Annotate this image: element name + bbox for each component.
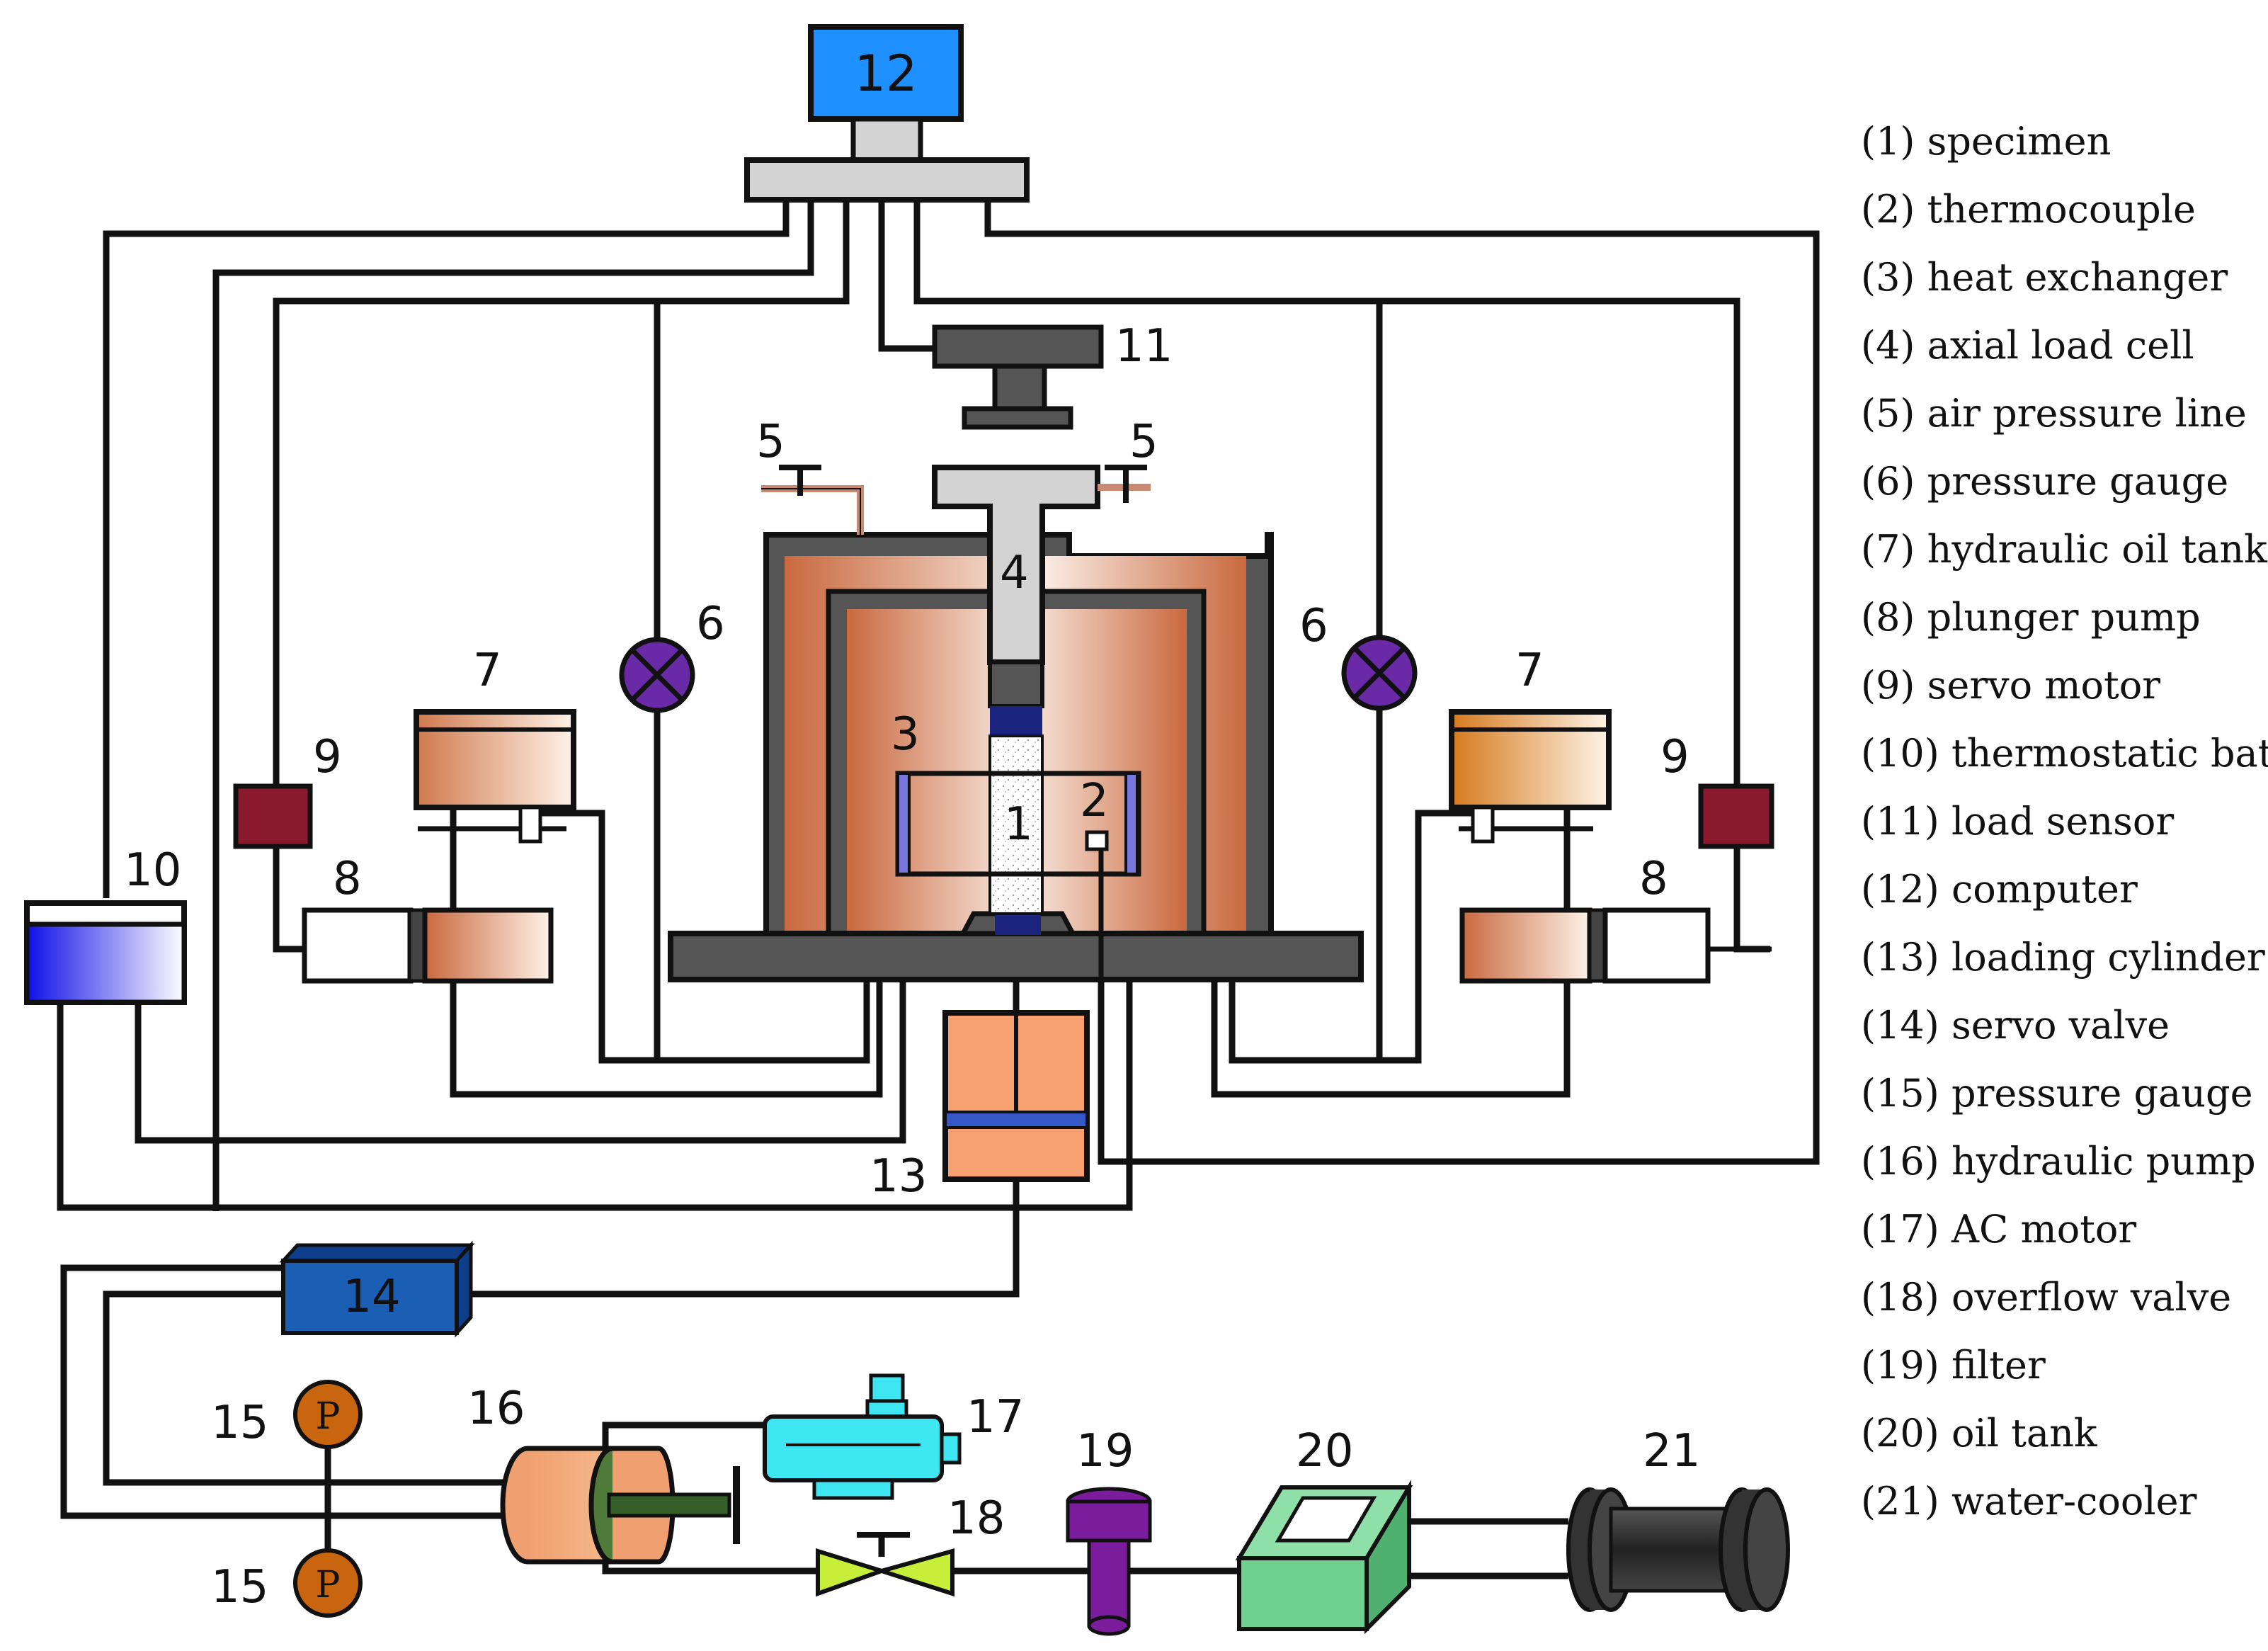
plunger-pump-left [302, 907, 554, 984]
label-8-right: 8 [1639, 853, 1668, 905]
label-13: 13 [870, 1150, 927, 1203]
legend-item: (12) computer [1861, 867, 2138, 912]
component-number-labels: 12 11 5 5 4 6 6 7 7 3 2 1 9 9 10 8 8 13 … [124, 45, 1700, 1613]
label-11: 11 [1115, 320, 1173, 373]
plunger-pump-right [1459, 907, 1772, 984]
legend-item: (19) filter [1861, 1343, 2046, 1388]
legend-item: (21) water-cooler [1861, 1479, 2197, 1524]
ac-motor [763, 1373, 962, 1500]
label-9-left: 9 [313, 731, 342, 783]
legend-item: (6) pressure gauge [1861, 459, 2228, 504]
pressure-gauge-15-bottom: P [293, 1548, 363, 1618]
legend-item: (9) servo motor [1861, 663, 2160, 708]
label-5-left: 5 [756, 416, 785, 468]
label-5-right: 5 [1129, 416, 1158, 468]
legend-item: (18) overflow valve [1861, 1275, 2231, 1320]
label-20: 20 [1296, 1425, 1353, 1477]
legend-item: (11) load sensor [1861, 799, 2174, 844]
legend-item: (7) hydraulic oil tank [1861, 527, 2268, 572]
pressure-gauge-15-top: P [293, 1380, 363, 1449]
label-8-left: 8 [333, 853, 362, 905]
oil-tank [1235, 1480, 1413, 1635]
legend-item: (16) hydraulic pump [1861, 1139, 2256, 1184]
label-10: 10 [124, 844, 181, 897]
legend-item: (3) heat exchanger [1861, 255, 2228, 300]
label-14: 14 [343, 1271, 400, 1323]
legend-item: (13) loading cylinder [1861, 935, 2265, 980]
label-7-left: 7 [473, 645, 502, 697]
thermostatic-bath [24, 900, 187, 1005]
legend-item: (8) plunger pump [1861, 595, 2201, 640]
label-9-right: 9 [1660, 731, 1689, 783]
label-12: 12 [854, 45, 917, 103]
label-6-left: 6 [696, 598, 725, 650]
legend: (1) specimen (2) thermocouple (3) heat e… [1861, 119, 2268, 1524]
label-18: 18 [947, 1492, 1005, 1545]
hydraulic-oil-tank-left [414, 709, 576, 844]
label-1: 1 [1004, 798, 1033, 851]
hydraulic-pump [500, 1446, 740, 1565]
loading-cylinder [942, 1010, 1090, 1182]
filter [1066, 1487, 1152, 1636]
legend-item: (1) specimen [1861, 119, 2111, 164]
legend-item: (20) oil tank [1861, 1411, 2098, 1456]
servo-motor-right [1698, 783, 1774, 849]
overflow-valve [816, 1532, 955, 1597]
hydraulic-oil-tank-right [1449, 709, 1612, 844]
label-7-right: 7 [1515, 645, 1544, 697]
label-4: 4 [1000, 547, 1029, 599]
legend-item: (14) servo valve [1861, 1003, 2170, 1048]
legend-item: (2) thermocouple [1861, 187, 2196, 232]
gauge-letter-bottom: P [316, 1564, 341, 1606]
label-6-right: 6 [1299, 600, 1328, 652]
water-cooler [1566, 1487, 1790, 1612]
legend-item: (5) air pressure line [1861, 391, 2247, 436]
legend-item: (15) pressure gauge [1861, 1071, 2253, 1116]
gauge-letter-top: P [316, 1395, 341, 1438]
label-19: 19 [1076, 1425, 1134, 1477]
label-2: 2 [1080, 775, 1109, 827]
legend-item: (10) thermostatic bath [1861, 731, 2268, 776]
label-21: 21 [1643, 1425, 1700, 1477]
label-3: 3 [891, 708, 920, 761]
servo-motor-left [233, 783, 313, 849]
pressure-gauge-6-right [1341, 635, 1418, 711]
pressure-gauge-6-left [619, 637, 695, 713]
label-17: 17 [967, 1391, 1024, 1443]
label-15-bottom: 15 [211, 1561, 268, 1613]
label-16: 16 [467, 1383, 525, 1435]
servo-valve [279, 1240, 475, 1338]
pressure-chamber [668, 465, 1364, 1162]
legend-item: (4) axial load cell [1861, 323, 2194, 368]
computer [744, 24, 1030, 203]
label-15-top: 15 [211, 1397, 268, 1449]
load-sensor [932, 324, 1104, 430]
legend-item: (17) AC motor [1861, 1207, 2136, 1252]
